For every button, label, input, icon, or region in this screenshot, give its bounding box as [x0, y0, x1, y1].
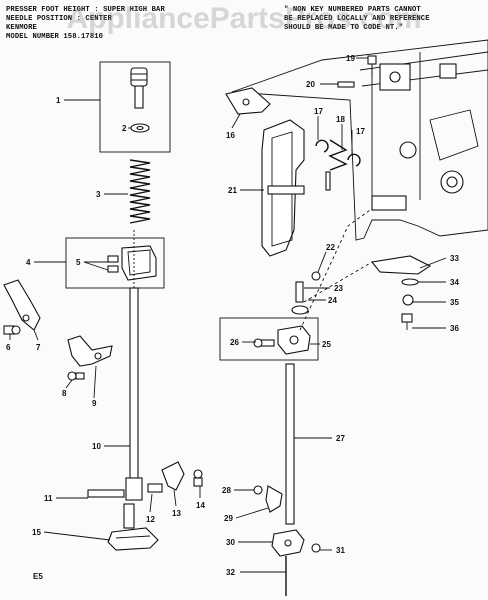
- label-2: 2: [122, 124, 127, 133]
- part-16-bracket: [225, 87, 271, 115]
- header-line: BE REPLACED LOCALLY AND REFERENCE: [284, 15, 430, 23]
- header-left: PRESSER FOOT HEIGHT : SUPER HIGH BAR NEE…: [6, 6, 165, 42]
- header-line: NEEDLE POSITION : CENTER: [6, 15, 112, 23]
- label-5: 5: [76, 258, 81, 267]
- label-16: 16: [226, 131, 235, 140]
- header-line: " NON KEY NUMBERED PARTS CANNOT: [284, 6, 421, 14]
- part-14-screw: [193, 469, 203, 487]
- header-line: MODEL NUMBER 158.17810: [6, 33, 104, 41]
- label-30: 30: [226, 538, 235, 547]
- part-33-plate: [370, 255, 432, 275]
- label-6: 6: [6, 343, 11, 352]
- group-box-1: [99, 61, 171, 153]
- header-line: KENMORE: [6, 24, 37, 32]
- label-8: 8: [62, 389, 67, 398]
- part-23-pin: [295, 281, 304, 303]
- part-10-presser-bar: [129, 287, 139, 485]
- label-13: 13: [172, 509, 181, 518]
- part-7-lever: [3, 279, 41, 331]
- label-14: 14: [196, 501, 205, 510]
- part-6-screw: [3, 325, 21, 335]
- label-32: 32: [226, 568, 235, 577]
- machine-head-casting: [231, 39, 488, 241]
- part-1-screw: [130, 67, 148, 109]
- part-25-clamp: [277, 325, 311, 355]
- label-4: 4: [26, 258, 31, 267]
- header-right: " NON KEY NUMBERED PARTS CANNOT BE REPLA…: [284, 6, 430, 33]
- label-17b: 17: [356, 127, 365, 136]
- label-9: 9: [92, 399, 97, 408]
- part-24-washer: [291, 305, 309, 315]
- label-28: 28: [222, 486, 231, 495]
- label-12: 12: [146, 515, 155, 524]
- leader-lines: [9, 57, 447, 573]
- label-17a: 17: [314, 107, 323, 116]
- part-12-clamp: [87, 477, 163, 501]
- label-29: 29: [224, 514, 233, 523]
- part-20-pin: [337, 81, 355, 88]
- group-box-25: [219, 317, 319, 361]
- header-line: SHOULD BE MADE TO CODE NT.": [284, 24, 404, 32]
- label-21: 21: [228, 186, 237, 195]
- part-13-guide: [161, 461, 185, 491]
- part-18-spring: [325, 139, 348, 191]
- label-3: 3: [96, 190, 101, 199]
- part-9-lifter: [67, 335, 113, 367]
- label-26: 26: [230, 338, 239, 347]
- part-8-screw: [67, 371, 85, 381]
- part-3-spring: [129, 159, 151, 224]
- part-19-screw: [367, 55, 377, 78]
- part-35-nut: [402, 294, 414, 306]
- part-28-screw: [253, 485, 263, 495]
- part-30-clamp: [271, 529, 305, 557]
- group-box-4: [65, 237, 165, 289]
- label-10: 10: [92, 442, 101, 451]
- label-34: 34: [450, 278, 459, 287]
- part-27-needle-bar: [285, 363, 295, 525]
- label-23: 23: [334, 284, 343, 293]
- part-22-screw: [311, 271, 321, 281]
- label-18: 18: [336, 115, 345, 124]
- label-35: 35: [450, 298, 459, 307]
- part-17-clip: [315, 139, 361, 167]
- label-22: 22: [326, 243, 335, 252]
- label-11: 11: [44, 494, 53, 503]
- label-1: 1: [56, 96, 61, 105]
- footer-code: E5: [33, 572, 43, 581]
- part-29-thread-guide: [265, 485, 283, 513]
- label-24: 24: [328, 296, 337, 305]
- label-27: 27: [336, 434, 345, 443]
- label-33: 33: [450, 254, 459, 263]
- label-36: 36: [450, 324, 459, 333]
- part-31-screw: [311, 543, 321, 553]
- part-4-bracket: [121, 245, 157, 281]
- part-36-screw: [401, 313, 413, 330]
- part-21-bracket: [261, 119, 305, 257]
- label-15: 15: [32, 528, 41, 537]
- part-26-screw: [253, 338, 275, 348]
- part-5-screws: [107, 255, 119, 273]
- label-25: 25: [322, 340, 331, 349]
- header-line: PRESSER FOOT HEIGHT : SUPER HIGH BAR: [6, 6, 165, 14]
- label-31: 31: [336, 546, 345, 555]
- part-15-presser-foot: [107, 503, 159, 551]
- part-34-washer: [401, 278, 419, 286]
- label-7: 7: [36, 343, 41, 352]
- part-number-labels: 1 2 3 4 5 6 7 8 9 10 11 12 13 14 15 16 1…: [6, 54, 459, 577]
- label-20: 20: [306, 80, 315, 89]
- label-19: 19: [346, 54, 355, 63]
